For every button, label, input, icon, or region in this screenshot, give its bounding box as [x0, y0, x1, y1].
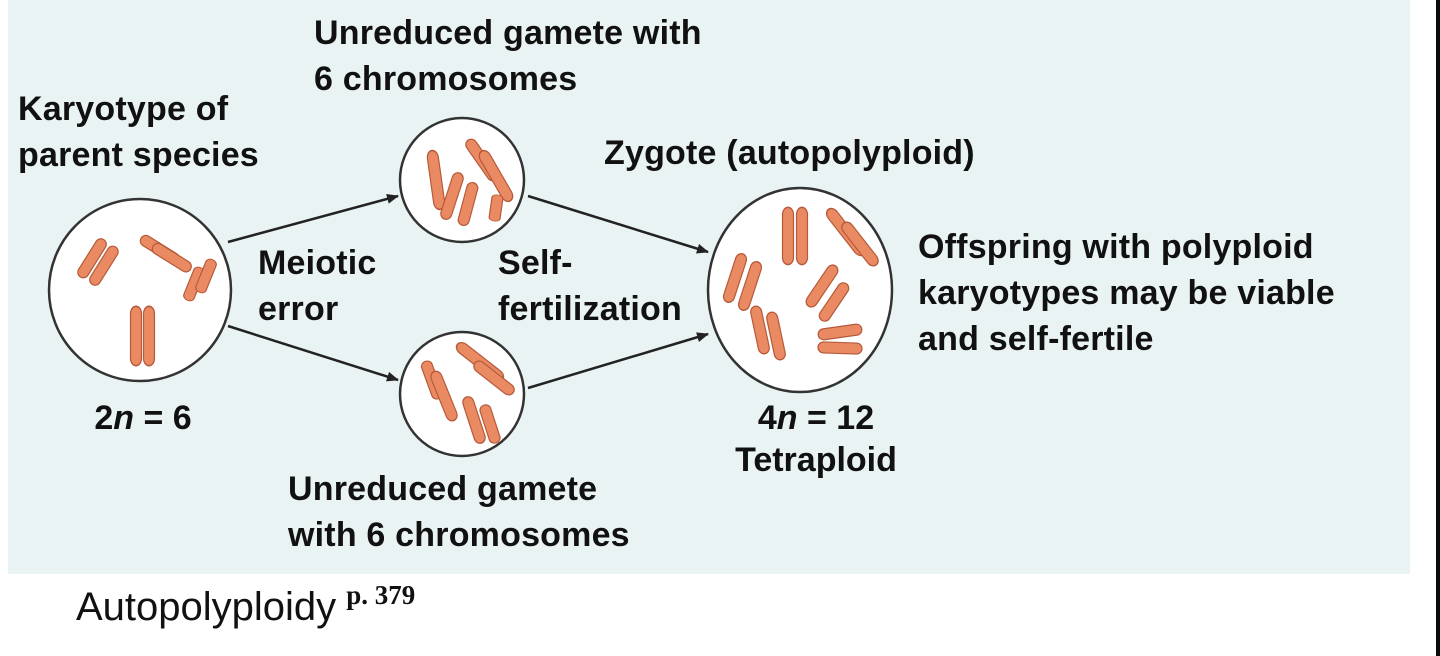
bottom-gamete-label-line2: with 6 chromosomes [288, 516, 630, 554]
arrow-parent-to-bottom-gamete [227, 324, 399, 382]
meiotic-error-label: Meiotic error [258, 240, 377, 332]
bottom-gamete-label-line1: Unreduced gamete [288, 470, 598, 508]
top-gamete-label-line1: Unreduced gamete with [314, 14, 702, 52]
arrow-parent-to-top-gamete [227, 194, 399, 244]
parent-species-label: Karyotype of parent species [18, 86, 259, 178]
zygote-count-variable: n [776, 399, 798, 437]
offspring-line2: karyotypes may be viable [918, 274, 1335, 312]
arrow-top-gamete-to-zygote [527, 194, 709, 254]
caption-page-reference: p. 379 [346, 580, 416, 610]
parent-species-label-line1: Karyotype of [18, 90, 229, 128]
gamete-cell-top [398, 116, 526, 244]
meiotic-error-line2: error [258, 290, 339, 328]
parent-cell [47, 197, 233, 383]
parent-count-prefix: 2 [94, 399, 114, 437]
zygote-count-suffix: = 12 [797, 399, 875, 437]
tetraploid-label: Tetraploid [735, 441, 897, 479]
zygote-label: Zygote (autopolyploid) [604, 134, 975, 172]
self-fertilization-label: Self- fertilization [498, 240, 682, 332]
right-edge-bar [1436, 0, 1440, 656]
bottom-gamete-label: Unreduced gamete with 6 chromosomes [288, 466, 630, 558]
meiotic-error-line1: Meiotic [258, 244, 377, 282]
top-gamete-label: Unreduced gamete with 6 chromosomes [314, 10, 702, 102]
arrow-bottom-gamete-to-zygote [527, 332, 709, 390]
zygote-count-prefix: 4 [757, 399, 777, 437]
zygote-chromosome-count: 4n = 12 [728, 396, 904, 440]
caption-title: Autopolyploidy [76, 585, 337, 629]
zygote-cell [706, 186, 894, 394]
self-fertilization-line2: fertilization [498, 290, 682, 328]
gamete-cell-bottom [398, 330, 526, 458]
self-fertilization-line1: Self- [498, 244, 573, 282]
parent-species-label-line2: parent species [18, 136, 259, 174]
offspring-line1: Offspring with polyploid [918, 228, 1314, 266]
offspring-description: Offspring with polyploid karyotypes may … [918, 224, 1335, 362]
top-gamete-label-line2: 6 chromosomes [314, 60, 578, 98]
parent-chromosome-count: 2n = 6 [80, 396, 206, 440]
parent-count-variable: n [113, 399, 135, 437]
figure-caption: Autopolyploidy p. 379 [76, 580, 415, 630]
parent-count-suffix: = 6 [134, 399, 192, 437]
offspring-line3: and self-fertile [918, 320, 1154, 358]
